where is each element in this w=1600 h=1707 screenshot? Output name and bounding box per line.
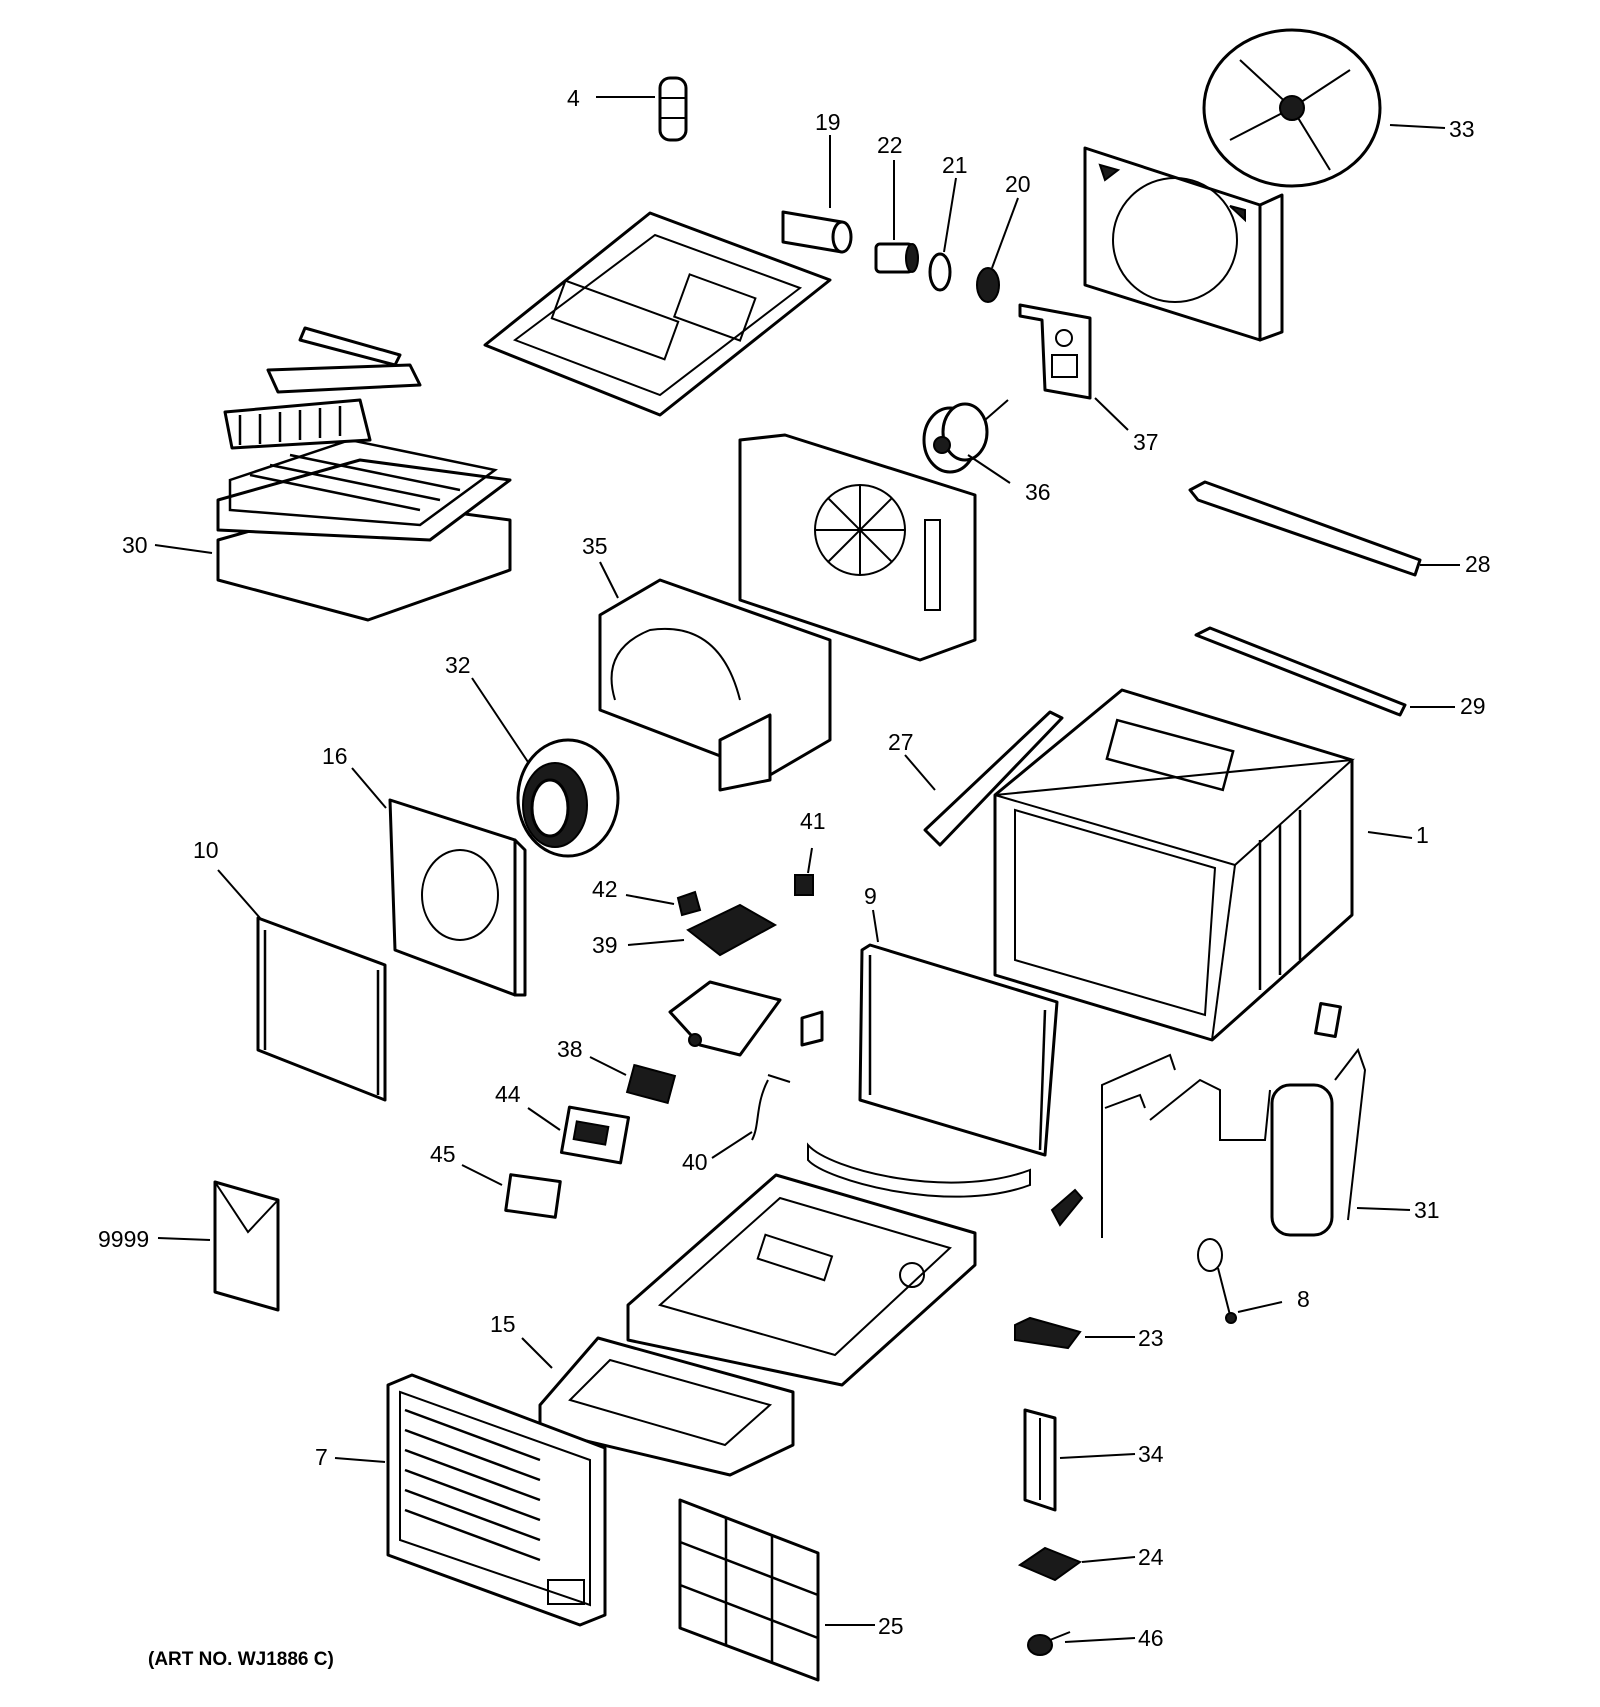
- callout-15: 15: [490, 1311, 516, 1337]
- part-10-evaporator: [256, 916, 387, 1102]
- part-22-cylinder: [874, 242, 919, 274]
- small-bracket: [1050, 1188, 1084, 1227]
- base-pan: [626, 1173, 977, 1387]
- callout-28: 28: [1465, 551, 1491, 577]
- part-1-cabinet: [993, 688, 1355, 1042]
- part-36-fan-motor: [922, 399, 1009, 474]
- callout-21: 21: [942, 152, 968, 178]
- callout-10: 10: [193, 837, 219, 863]
- callout-42: 42: [592, 876, 618, 902]
- drain-loop: [807, 1142, 1031, 1198]
- part-4-capacitor: [658, 76, 688, 142]
- part-44-module: [559, 1105, 631, 1165]
- part-31-compressor: [1101, 1001, 1367, 1238]
- callout-38: 38: [557, 1036, 583, 1062]
- callout-19: 19: [815, 109, 841, 135]
- callout-numbers: 1 4 7 8 9 10 15 16 19 20 21 22 23 24 25 …: [98, 85, 1491, 1651]
- part-19-bushing: [781, 210, 853, 254]
- part-27-strip: [923, 710, 1064, 847]
- callout-39: 39: [592, 932, 618, 958]
- part-33-fan-blade: [1202, 28, 1382, 188]
- callout-46: 46: [1138, 1625, 1164, 1651]
- part-39-control-board: [686, 903, 778, 957]
- callout-45: 45: [430, 1141, 456, 1167]
- callout-24: 24: [1138, 1544, 1164, 1570]
- part-20-knob: [976, 267, 1000, 303]
- part-23-bracket: [1014, 1316, 1082, 1350]
- part-37-bracket: [1018, 303, 1092, 400]
- part-21-gasket: [928, 252, 952, 292]
- callout-44: 44: [495, 1081, 521, 1107]
- part-7-front-grille: [386, 1373, 607, 1627]
- callout-25: 25: [878, 1613, 904, 1639]
- callout-8: 8: [1297, 1286, 1310, 1312]
- callout-16: 16: [322, 743, 348, 769]
- part-9999-envelope: [213, 1180, 280, 1312]
- condenser-shroud: [1083, 146, 1284, 342]
- callout-30: 30: [122, 532, 148, 558]
- callout-37: 37: [1133, 429, 1159, 455]
- part-8-sensor: [1197, 1238, 1237, 1324]
- callout-32: 32: [445, 652, 471, 678]
- callout-27: 27: [888, 729, 914, 755]
- part-30-filter-assembly: [216, 326, 512, 622]
- leader-lines: [154, 96, 1460, 1643]
- callout-33: 33: [1449, 116, 1475, 142]
- callout-22: 22: [877, 132, 903, 158]
- callout-36: 36: [1025, 479, 1051, 505]
- top-panel: [483, 211, 832, 417]
- part-28-rail: [1188, 480, 1422, 577]
- art-number: (ART NO. WJ1886 C): [148, 1649, 334, 1670]
- callout-35: 35: [582, 533, 608, 559]
- callout-40: 40: [682, 1149, 708, 1175]
- part-34-bracket: [1023, 1408, 1057, 1512]
- callout-31: 31: [1414, 1197, 1440, 1223]
- part-29-rail: [1194, 626, 1407, 717]
- callout-7: 7: [315, 1444, 328, 1470]
- part-45-label: [504, 1173, 562, 1219]
- part-35-blower-housing: [598, 578, 832, 792]
- part-9-condenser-coil: [858, 943, 1059, 1157]
- part-46-connector: [1027, 1631, 1071, 1656]
- small-plate: [800, 1010, 824, 1047]
- callout-29: 29: [1460, 693, 1486, 719]
- part-25-filter-frame: [678, 1498, 820, 1682]
- callout-4: 4: [567, 85, 580, 111]
- callout-9999: 9999: [98, 1226, 149, 1252]
- callout-1: 1: [1416, 822, 1429, 848]
- control-box: [668, 980, 782, 1057]
- callout-34: 34: [1138, 1441, 1164, 1467]
- part-24-board: [1017, 1546, 1083, 1582]
- part-40-wire: [751, 1074, 791, 1141]
- callout-41: 41: [800, 808, 826, 834]
- part-42-clip: [676, 890, 702, 917]
- callout-9: 9: [864, 883, 877, 909]
- part-32-blower-wheel: [516, 738, 620, 858]
- part-16-orifice-panel: [388, 798, 527, 997]
- part-41-clip: [794, 874, 814, 896]
- part-38-relay: [625, 1063, 677, 1105]
- callout-20: 20: [1005, 171, 1031, 197]
- callout-23: 23: [1138, 1325, 1164, 1351]
- partition-bulkhead: [738, 433, 977, 662]
